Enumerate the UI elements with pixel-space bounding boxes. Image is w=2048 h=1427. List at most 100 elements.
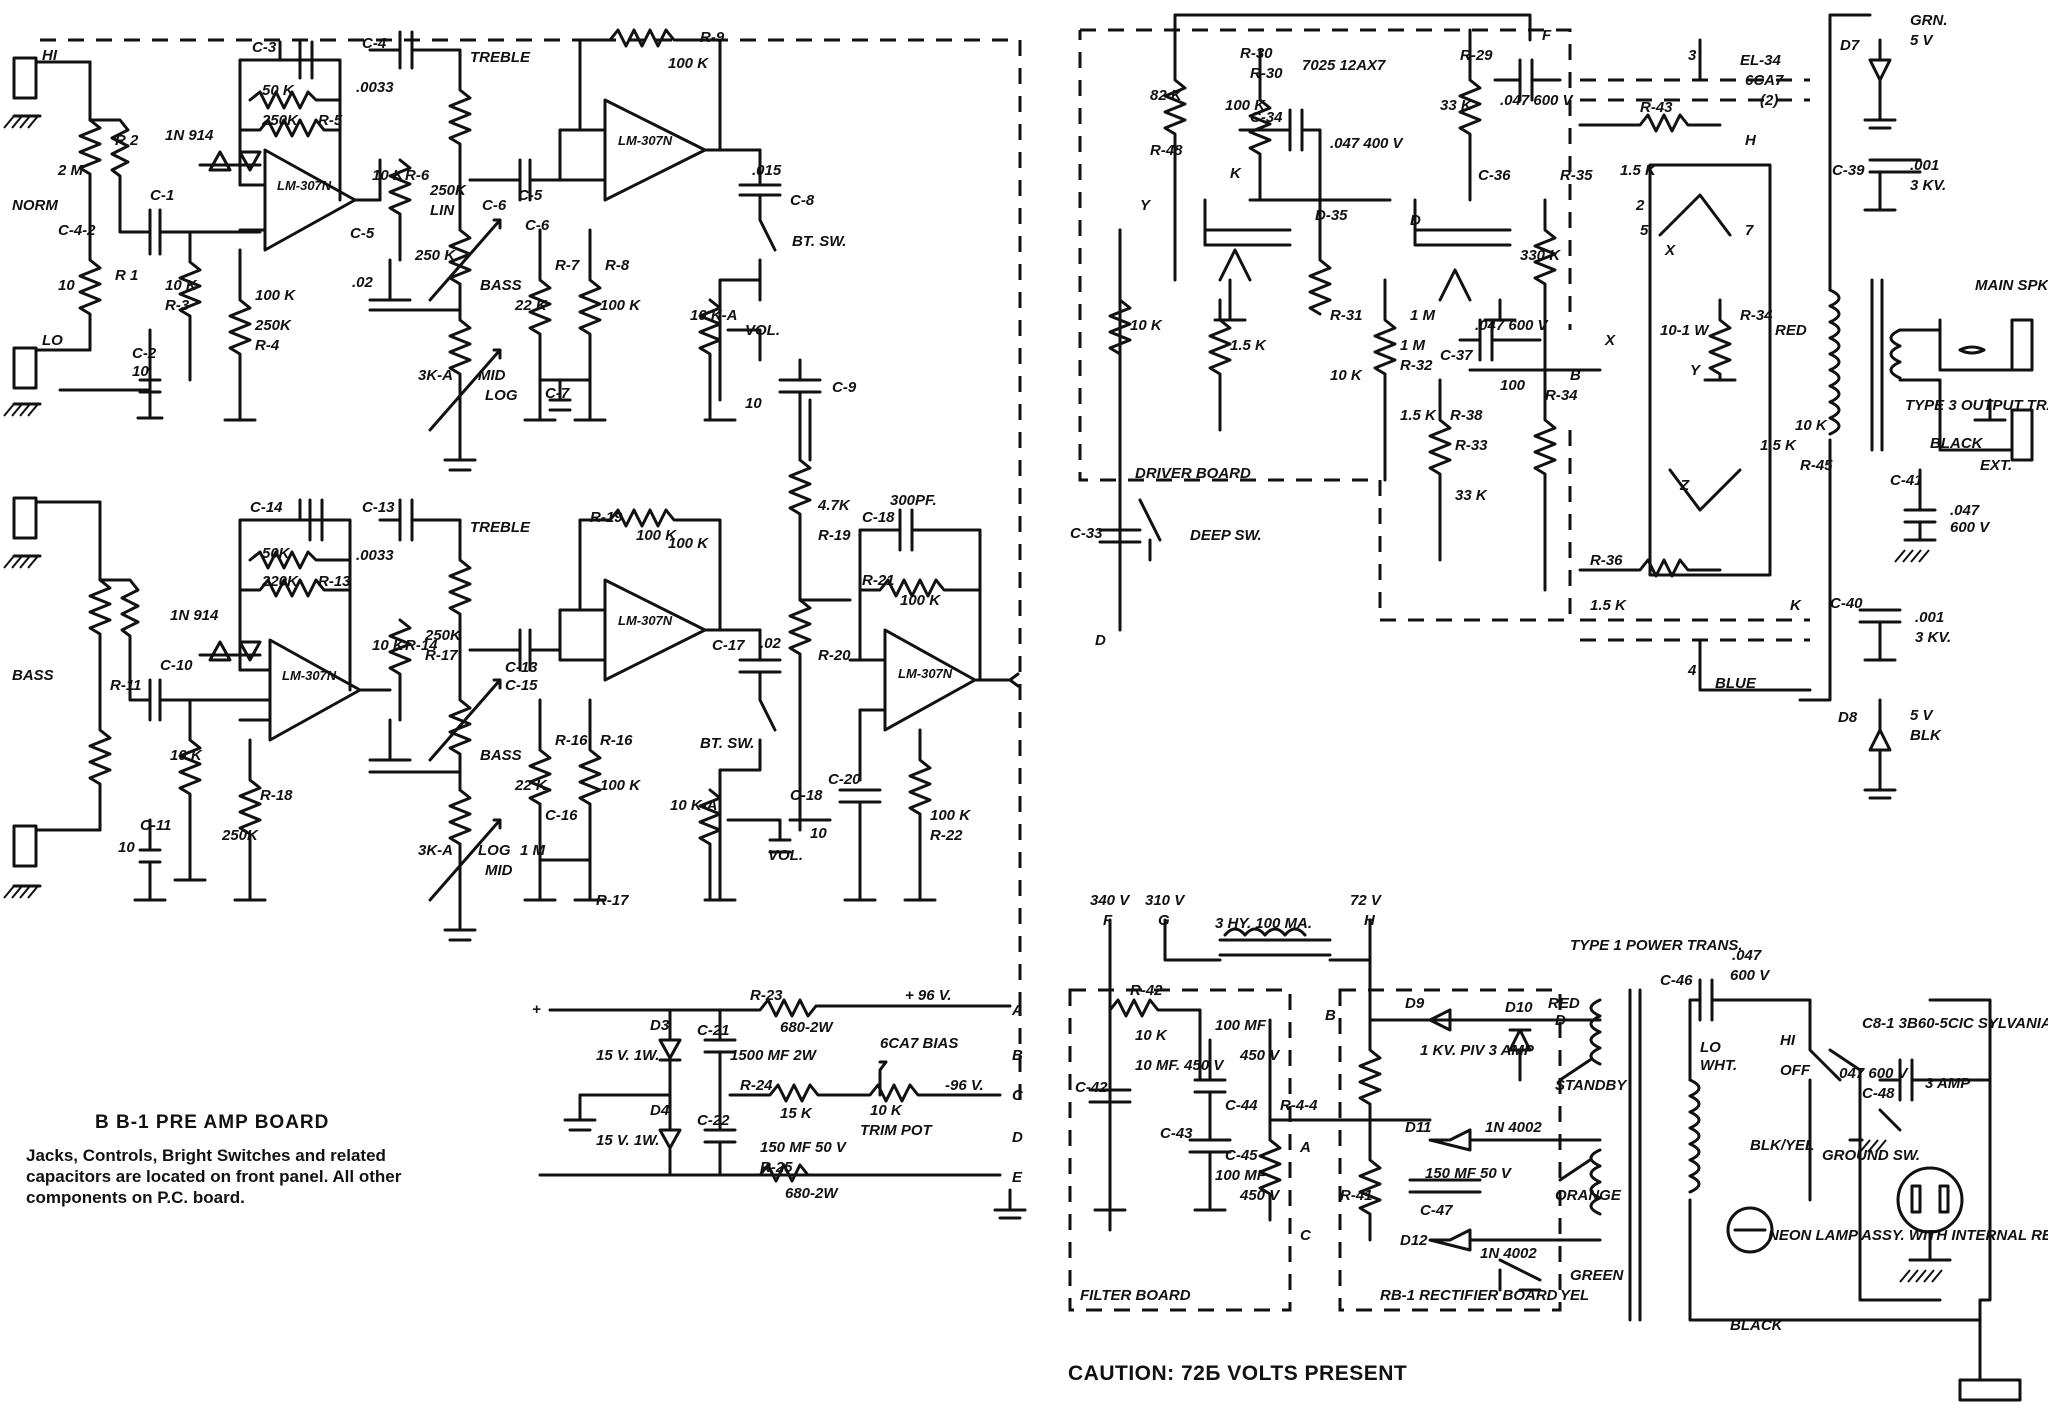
- label: C-7: [545, 385, 570, 402]
- label: 250K: [429, 182, 467, 199]
- label: 5 V: [1910, 32, 1935, 49]
- label: BLK/YEL: [1750, 1137, 1814, 1154]
- label: .047 400 V: [1330, 135, 1405, 152]
- label: B: [1325, 1007, 1336, 1024]
- label: 100 K: [930, 807, 971, 824]
- label: MID: [485, 862, 513, 879]
- opamp-lm307n-1: [263, 148, 357, 252]
- label: D9: [1405, 995, 1425, 1012]
- label: EXT.: [1980, 457, 2012, 474]
- label: LO: [1700, 1039, 1721, 1056]
- input-jack-lo-top: [12, 346, 38, 390]
- label: 15 V. 1W.: [596, 1047, 659, 1064]
- label: LM-307N: [618, 133, 673, 148]
- label: C-44: [1225, 1097, 1258, 1114]
- label: C-42: [1075, 1079, 1108, 1096]
- label: 3 KV.: [1910, 177, 1946, 194]
- label: C-9: [832, 379, 857, 396]
- label: 22 K: [514, 297, 548, 314]
- label: .047: [1950, 502, 1980, 519]
- label: 250K: [261, 112, 299, 129]
- label: .0033: [356, 547, 394, 564]
- label: 600 V: [1950, 519, 1991, 536]
- label: C-4-2: [58, 222, 96, 239]
- label: R-20: [818, 647, 851, 664]
- label: LM-307N: [898, 666, 953, 681]
- ext-speaker-jack: [2010, 408, 2034, 462]
- label: STANDBY: [1555, 1077, 1628, 1094]
- label: 680-2W: [785, 1185, 839, 1202]
- label: R-38: [1450, 407, 1483, 424]
- label: R-3: [165, 297, 190, 314]
- label: BASS: [480, 277, 522, 294]
- label: R-21: [862, 572, 895, 589]
- label: 100: [1500, 377, 1526, 394]
- label: 330 K: [1520, 247, 1561, 264]
- label: C-46: [1660, 972, 1693, 989]
- label: 150 MF 50 V: [760, 1139, 848, 1156]
- label: LOG: [485, 387, 518, 404]
- label: 6CA7: [1745, 72, 1784, 89]
- label: 1.5 K: [1590, 597, 1627, 614]
- label: R-41: [1340, 1187, 1373, 1204]
- label: C: [1300, 1227, 1312, 1244]
- label: R-19: [818, 527, 851, 544]
- label: 250K: [221, 827, 259, 844]
- label: 3 HY. 100 MA.: [1215, 915, 1312, 932]
- label: X: [1664, 242, 1676, 259]
- label: 10 K-A: [670, 797, 718, 814]
- label: C-34: [1250, 109, 1283, 126]
- label: 3K-A: [418, 842, 453, 859]
- label: C8-1 3B60-5CIC SYLVANIA: [1862, 1015, 2048, 1032]
- label: 10 MF. 450 V: [1135, 1057, 1225, 1074]
- label: C-18: [790, 787, 823, 804]
- label: 33 K: [1440, 97, 1473, 114]
- label: LIN: [430, 202, 455, 219]
- label: FILTER BOARD: [1080, 1287, 1191, 1304]
- label: 340 V: [1090, 892, 1131, 909]
- label: 10 K: [165, 277, 198, 294]
- label: 310 V: [1145, 892, 1186, 909]
- label: .02: [760, 635, 782, 652]
- label: F: [1542, 27, 1552, 44]
- label: C-22: [697, 1112, 730, 1129]
- label: 1 M: [1410, 307, 1436, 324]
- caution-warning: CAUTION: 72Б VOLTS PRESENT: [1068, 1362, 1408, 1385]
- label: C-15: [505, 677, 538, 694]
- label: C-5: [350, 225, 375, 242]
- driver-board-outline: [1078, 28, 1572, 622]
- opamp-lm307n-2: [603, 98, 707, 202]
- label: 1N 914: [170, 607, 219, 624]
- label: .047 600 V: [1475, 317, 1550, 334]
- label: C-43: [1160, 1125, 1193, 1142]
- label: D: [1410, 212, 1421, 229]
- label: 5 V: [1910, 707, 1935, 724]
- label: R-18: [260, 787, 293, 804]
- label: GREEN: [1570, 1267, 1625, 1284]
- label: MID: [478, 367, 506, 384]
- label: 10: [132, 363, 149, 380]
- label: BT. SW.: [700, 735, 754, 752]
- label: K: [1790, 597, 1802, 614]
- label: D12: [1400, 1232, 1428, 1249]
- filter-board-outline: [1068, 988, 1292, 1312]
- label: 10 K: [1795, 417, 1828, 434]
- label: 2 M: [57, 162, 84, 179]
- label: +: [532, 1001, 541, 1018]
- label: 600 V: [1730, 967, 1771, 984]
- label: R-45: [1800, 457, 1833, 474]
- label: BT. SW.: [792, 233, 846, 250]
- label: VOL.: [745, 322, 780, 339]
- label: C-13: [362, 499, 395, 516]
- board-note: Jacks, Controls, Bright Switches and rel…: [26, 1146, 402, 1207]
- label: YEL: [1560, 1287, 1589, 1304]
- driver-board-title: 7025 12AX7: [1302, 57, 1386, 74]
- label: 1.5 K: [1760, 437, 1797, 454]
- label: Z: [1679, 477, 1690, 494]
- label: R 2: [115, 132, 139, 149]
- label: D10: [1505, 999, 1533, 1016]
- label: 100 MF: [1215, 1017, 1267, 1034]
- input-jack-lo-bottom: [12, 824, 38, 868]
- label: LO: [42, 332, 63, 349]
- label: 3 AMP: [1925, 1075, 1971, 1092]
